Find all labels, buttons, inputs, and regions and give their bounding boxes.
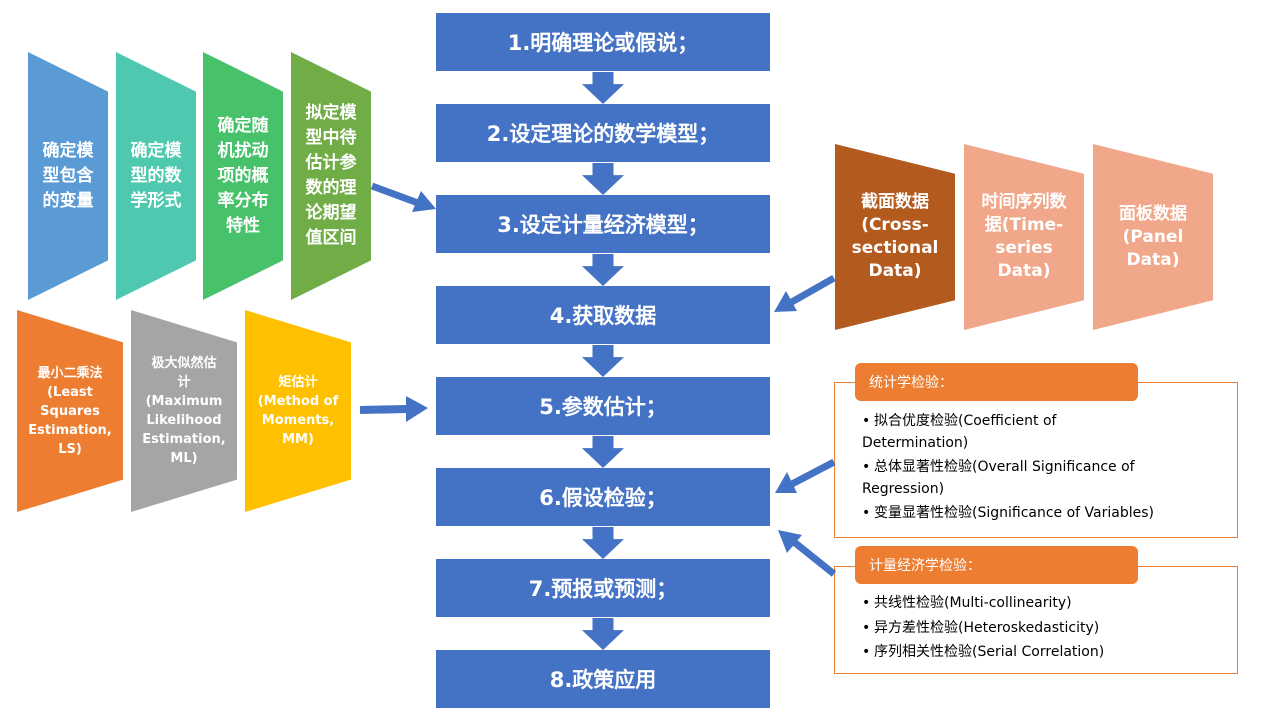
- stat-test-item-text: 总体显著性检验(Overall Significance of Regressi…: [862, 459, 1135, 497]
- arrow-data-to-step4: [774, 274, 836, 312]
- econ-test-item: •异方差性检验(Heteroskedasticity): [862, 617, 1099, 639]
- bullet-icon: •: [862, 595, 871, 611]
- arrow-stattests-to-step6: [775, 458, 836, 493]
- data-panel-label: 面板数据 (Panel Data): [1119, 203, 1187, 270]
- model-spec-expected-range: 拟定模 型中待 估计参 数的理 论期望 值区间: [291, 52, 371, 300]
- econ-test-item: •序列相关性检验(Serial Correlation): [862, 641, 1104, 663]
- econ-test-item: •共线性检验(Multi-collinearity): [862, 592, 1072, 614]
- data-time-series-label: 时间序列数 据(Time- series Data): [981, 192, 1067, 281]
- model-spec-variables-label: 确定模 型包含 的变量: [42, 140, 94, 211]
- bullet-icon: •: [862, 413, 871, 429]
- step-2-box: 2.设定理论的数学模型；: [436, 104, 770, 162]
- method-least-squares-label: 最小二乘法 (Least Squares Estimation, LS): [28, 365, 112, 457]
- econ-test-item-text: 序列相关性检验(Serial Correlation): [874, 644, 1105, 660]
- bullet-icon: •: [862, 459, 871, 475]
- stat-test-item-text: 拟合优度检验(Coefficient of Determination): [862, 413, 1057, 451]
- model-spec-variables: 确定模 型包含 的变量: [28, 52, 108, 300]
- stat-test-item: •变量显著性检验(Significance of Variables): [862, 502, 1154, 524]
- step-7-box: 7.预报或预测；: [436, 559, 770, 617]
- econ-test-item-text: 共线性检验(Multi-collinearity): [874, 595, 1072, 611]
- bullet-icon: •: [862, 620, 871, 636]
- model-spec-form-label: 确定模 型的数 学形式: [130, 140, 182, 211]
- bullet-icon: •: [862, 505, 871, 521]
- method-moments: 矩估计 (Method of Moments, MM): [245, 310, 351, 512]
- model-spec-expected-range-label: 拟定模 型中待 估计参 数的理 论期望 值区间: [305, 103, 357, 248]
- step-5-box: 5.参数估计；: [436, 377, 770, 435]
- data-cross-sectional: 截面数据 (Cross- sectional Data): [835, 144, 955, 330]
- arrow-methods-to-step5: [359, 396, 428, 422]
- model-spec-form: 确定模 型的数 学形式: [116, 52, 196, 300]
- model-spec-disturbance: 确定随 机扰动 项的概 率分布 特性: [203, 52, 283, 300]
- method-max-likelihood-label: 极大似然估 计 (Maximum Likelihood Estimation, …: [142, 356, 226, 466]
- step-8-box: 8.政策应用: [436, 650, 770, 708]
- stat-test-item: •总体显著性检验(Overall Significance of Regress…: [862, 456, 1135, 500]
- arrow-econtests-to-step6: [778, 530, 837, 577]
- stat-tests-title: 统计学检验：: [855, 363, 1138, 401]
- step-4-box: 4.获取数据: [436, 286, 770, 344]
- step-1-box: 1.明确理论或假说；: [436, 13, 770, 71]
- step-6-box: 6.假设检验；: [436, 468, 770, 526]
- econ-tests-title: 计量经济学检验：: [855, 546, 1138, 584]
- model-spec-disturbance-label: 确定随 机扰动 项的概 率分布 特性: [217, 115, 269, 236]
- method-least-squares: 最小二乘法 (Least Squares Estimation, LS): [17, 310, 123, 512]
- stat-test-item: •拟合优度检验(Coefficient of Determination): [862, 410, 1056, 454]
- econ-test-item-text: 异方差性检验(Heteroskedasticity): [874, 620, 1100, 636]
- method-moments-label: 矩估计 (Method of Moments, MM): [257, 375, 339, 447]
- arrow-model-to-step3: [370, 182, 436, 212]
- data-cross-sectional-label: 截面数据 (Cross- sectional Data): [851, 192, 939, 281]
- bullet-icon: •: [862, 644, 871, 660]
- method-max-likelihood: 极大似然估 计 (Maximum Likelihood Estimation, …: [131, 310, 237, 512]
- econ-tests-box: [834, 566, 1238, 674]
- stat-test-item-text: 变量显著性检验(Significance of Variables): [874, 505, 1154, 521]
- data-time-series: 时间序列数 据(Time- series Data): [964, 144, 1084, 330]
- step-3-box: 3.设定计量经济模型；: [436, 195, 770, 253]
- data-panel: 面板数据 (Panel Data): [1093, 144, 1213, 330]
